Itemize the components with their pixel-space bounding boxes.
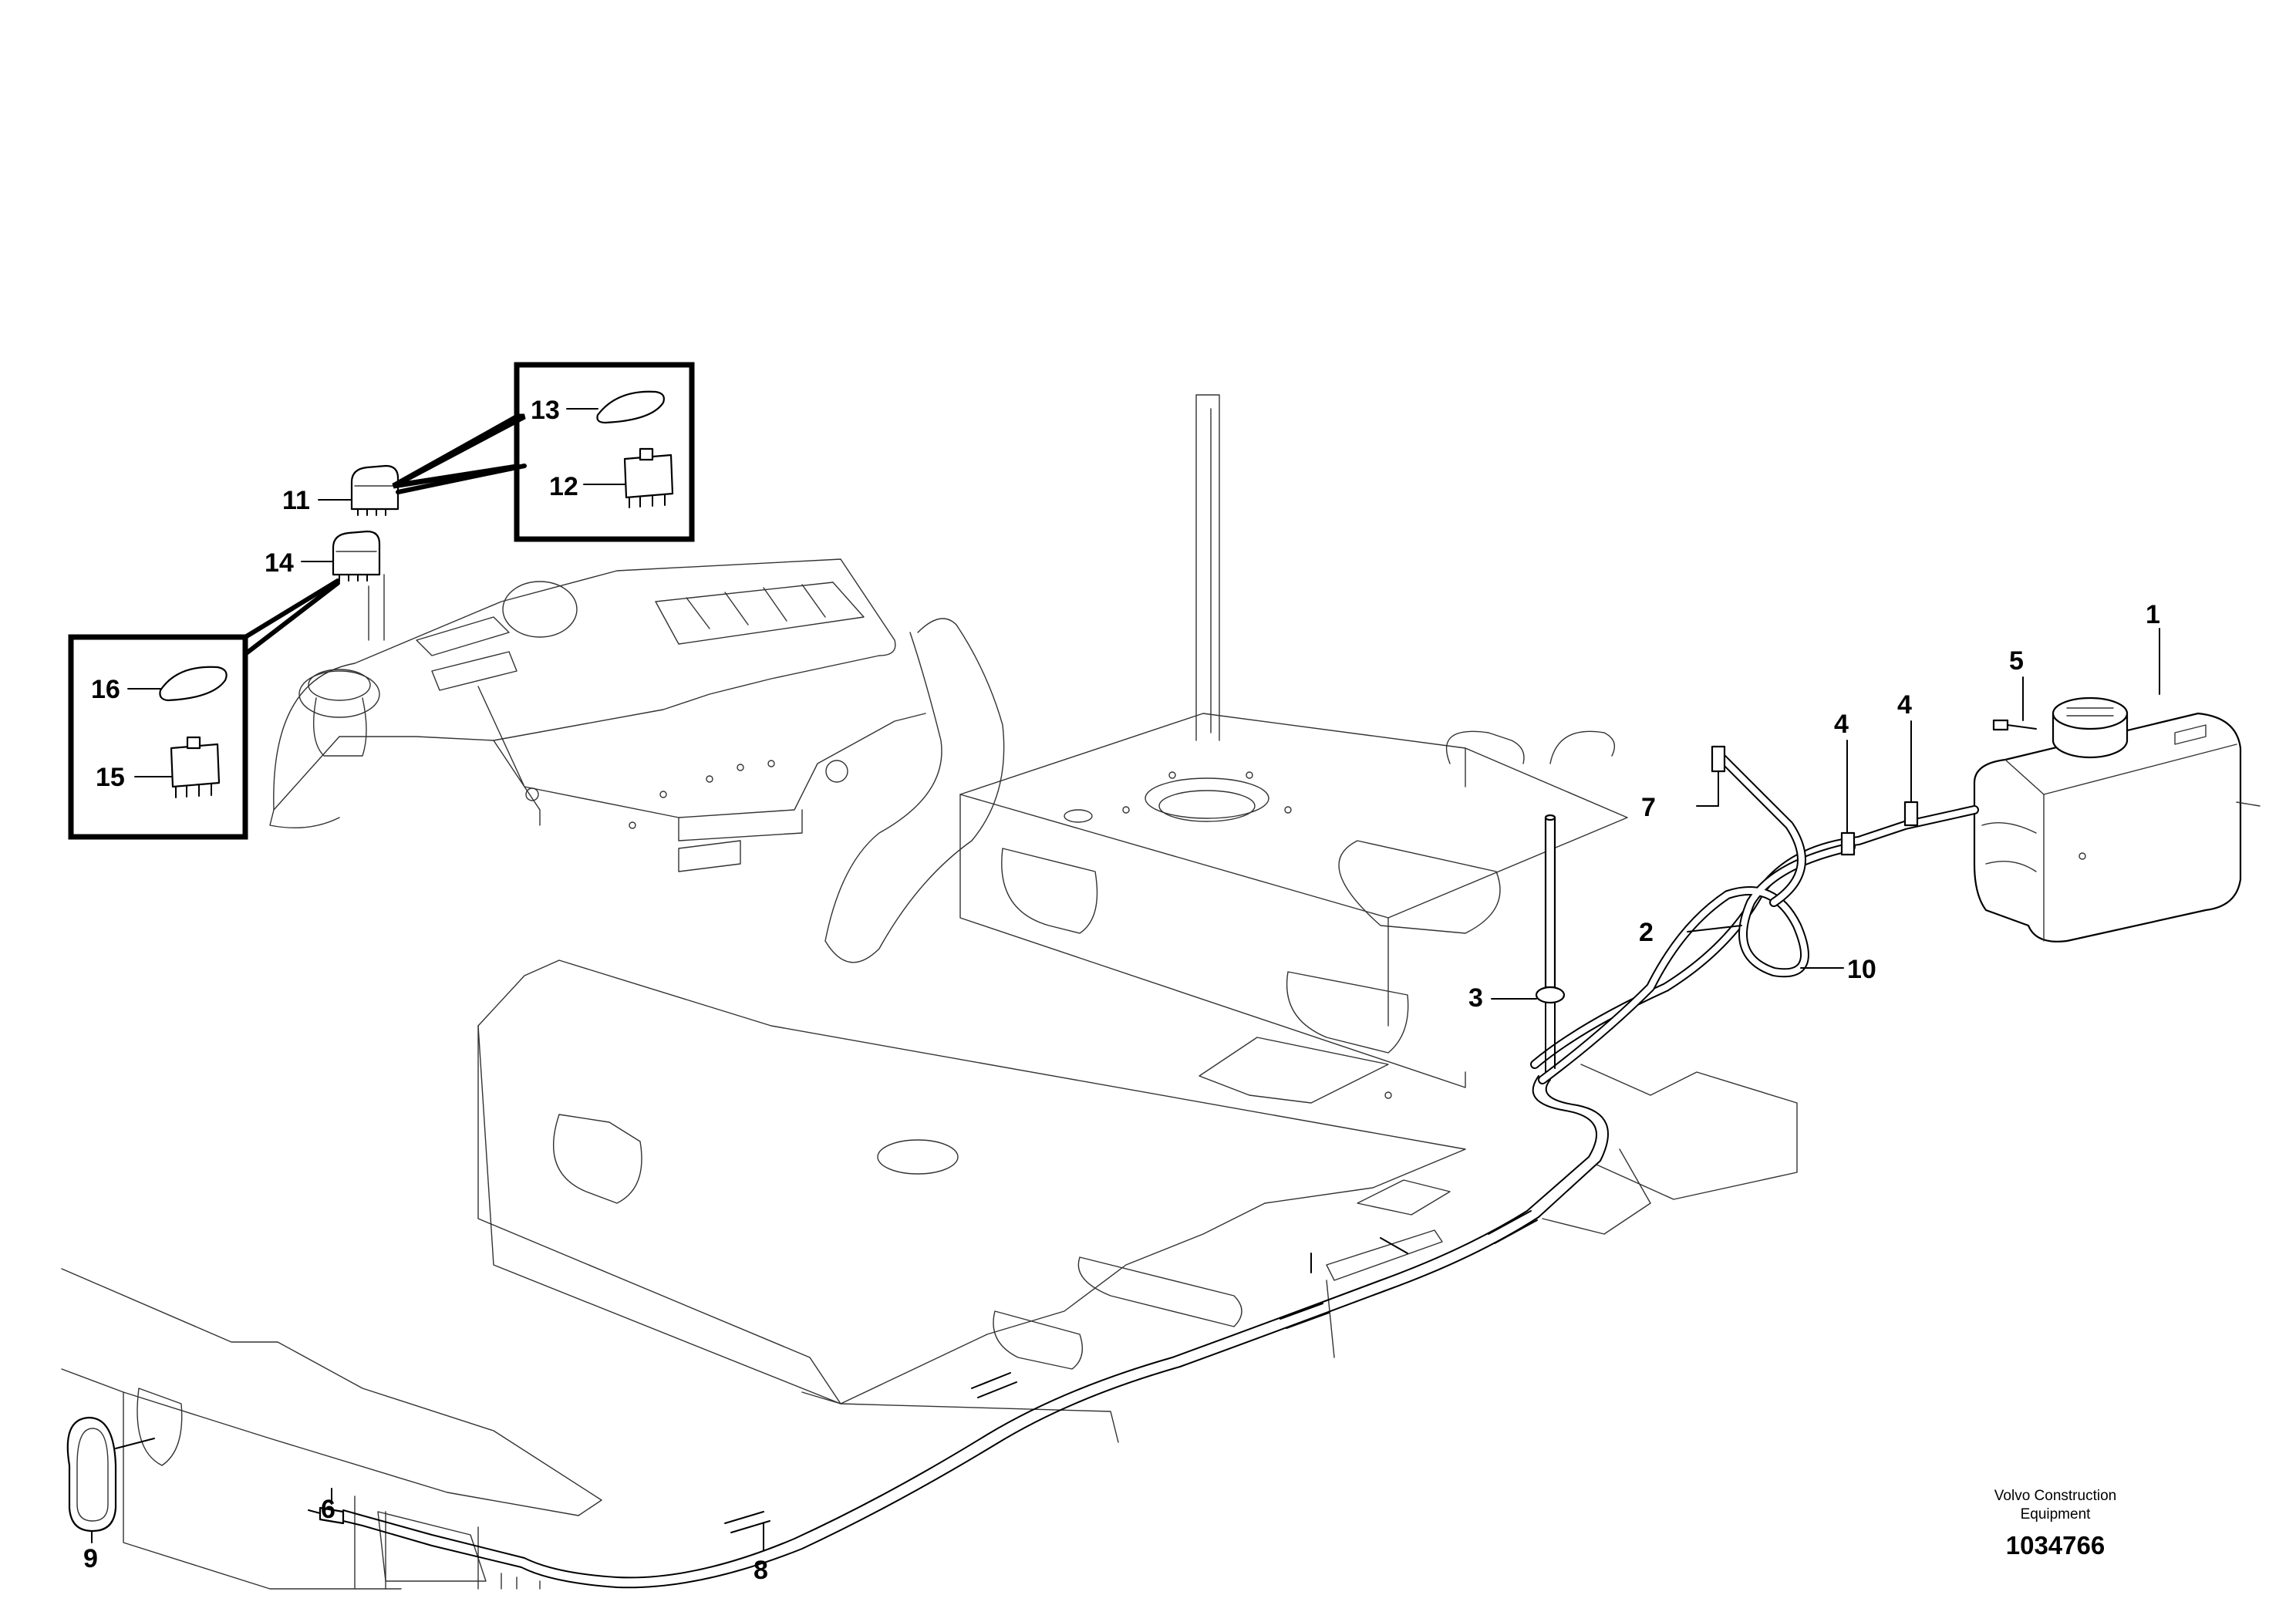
callout-16: 16 — [91, 675, 120, 704]
callout-4a: 4 — [1834, 710, 1849, 739]
detail-box-upper — [392, 362, 695, 542]
callout-15: 15 — [96, 763, 125, 792]
washer-tube — [1535, 814, 1566, 1073]
callout-7: 7 — [1641, 793, 1656, 822]
document-number: 1034766 — [2006, 1531, 2105, 1560]
lower-frame — [477, 959, 1466, 1443]
vertical-post — [1195, 394, 1220, 741]
callout-5: 5 — [2009, 646, 2024, 676]
front-nozzle — [308, 1506, 363, 1526]
bottom-frame — [61, 1268, 602, 1590]
callouts: 1 2 3 4 4 5 6 7 8 9 10 11 12 13 14 15 16 — [83, 396, 2160, 1585]
callout-14: 14 — [265, 548, 294, 578]
callout-9: 9 — [83, 1544, 98, 1573]
hose-connectors — [1711, 745, 1919, 856]
detail-box-lower — [68, 578, 340, 840]
credit-line-1: Volvo Construction — [1994, 1488, 2116, 1504]
callout-8: 8 — [754, 1556, 768, 1585]
callout-10: 10 — [1847, 955, 1876, 984]
switch-11 — [350, 464, 400, 516]
switch-mount-lines — [368, 574, 385, 641]
callout-3: 3 — [1468, 983, 1483, 1013]
callout-1: 1 — [2146, 600, 2160, 629]
upper-frame — [959, 713, 1798, 1235]
washer-hoses — [362, 751, 1979, 1589]
rubber-plug — [66, 1416, 117, 1533]
switch-14 — [332, 530, 381, 582]
credit-line-2: Equipment — [2021, 1506, 2092, 1523]
screw — [1992, 719, 2037, 731]
callout-13: 13 — [531, 396, 560, 425]
credit-block: Volvo Construction Equipment 1034766 — [1994, 1488, 2116, 1560]
control-console — [269, 558, 1005, 963]
callout-6: 6 — [321, 1495, 335, 1524]
callout-4b: 4 — [1897, 690, 1912, 720]
callout-2: 2 — [1639, 918, 1654, 947]
washer-reservoir — [1973, 696, 2261, 943]
callout-11: 11 — [282, 486, 310, 515]
callout-12: 12 — [549, 472, 578, 501]
leader-lines — [91, 408, 2160, 1551]
